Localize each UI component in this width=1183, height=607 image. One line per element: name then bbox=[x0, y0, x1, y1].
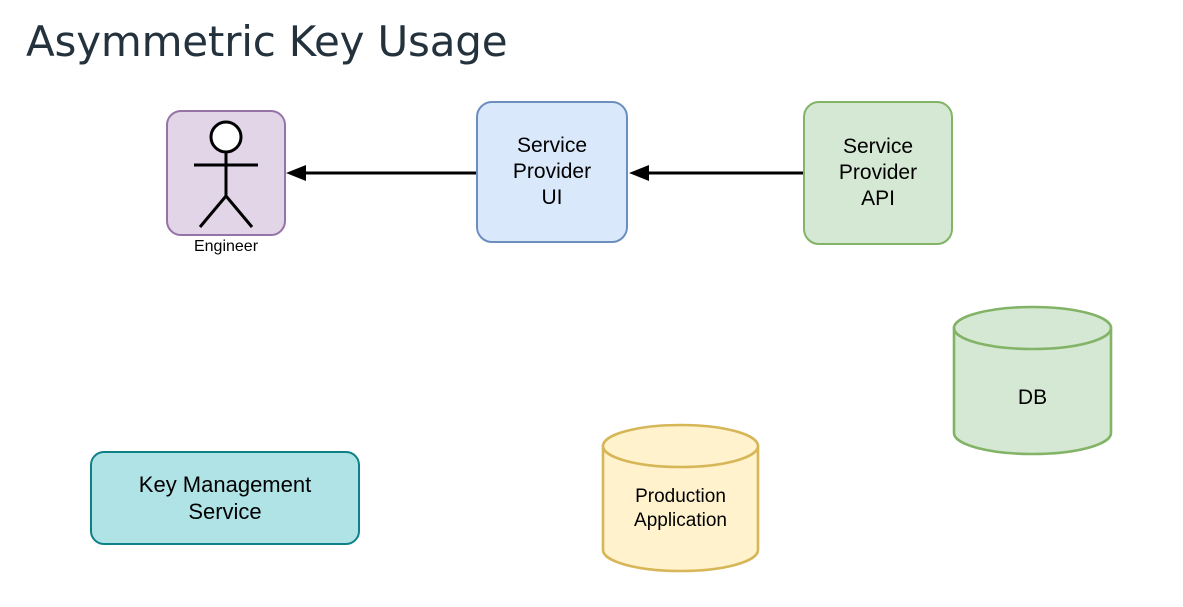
node-key-management-service[interactable]: Key Management Service bbox=[90, 451, 360, 545]
node-engineer[interactable]: Engineer bbox=[166, 110, 286, 255]
service-provider-ui-label: Service Provider UI bbox=[512, 133, 592, 210]
engineer-label: Engineer bbox=[193, 238, 259, 255]
page-title: Asymmetric Key Usage bbox=[26, 17, 508, 66]
node-service-provider-ui[interactable]: Service Provider UI bbox=[476, 101, 628, 243]
database-label: DB bbox=[1017, 386, 1048, 409]
production-application-label: Production Application bbox=[634, 486, 727, 531]
node-database[interactable]: DB bbox=[952, 305, 1113, 456]
edge-api-to-ui bbox=[629, 165, 803, 181]
node-service-provider-api[interactable]: Service Provider API bbox=[803, 101, 953, 245]
edge-ui-to-engineer bbox=[286, 165, 476, 181]
database-cylinder-icon bbox=[952, 305, 1113, 456]
service-provider-api-label: Service Provider API bbox=[838, 134, 918, 211]
node-production-application[interactable]: Production Application bbox=[601, 423, 760, 573]
production-application-cylinder-icon bbox=[601, 423, 760, 573]
key-management-service-label: Key Management Service bbox=[138, 471, 312, 525]
stick-figure-icon bbox=[194, 120, 258, 228]
